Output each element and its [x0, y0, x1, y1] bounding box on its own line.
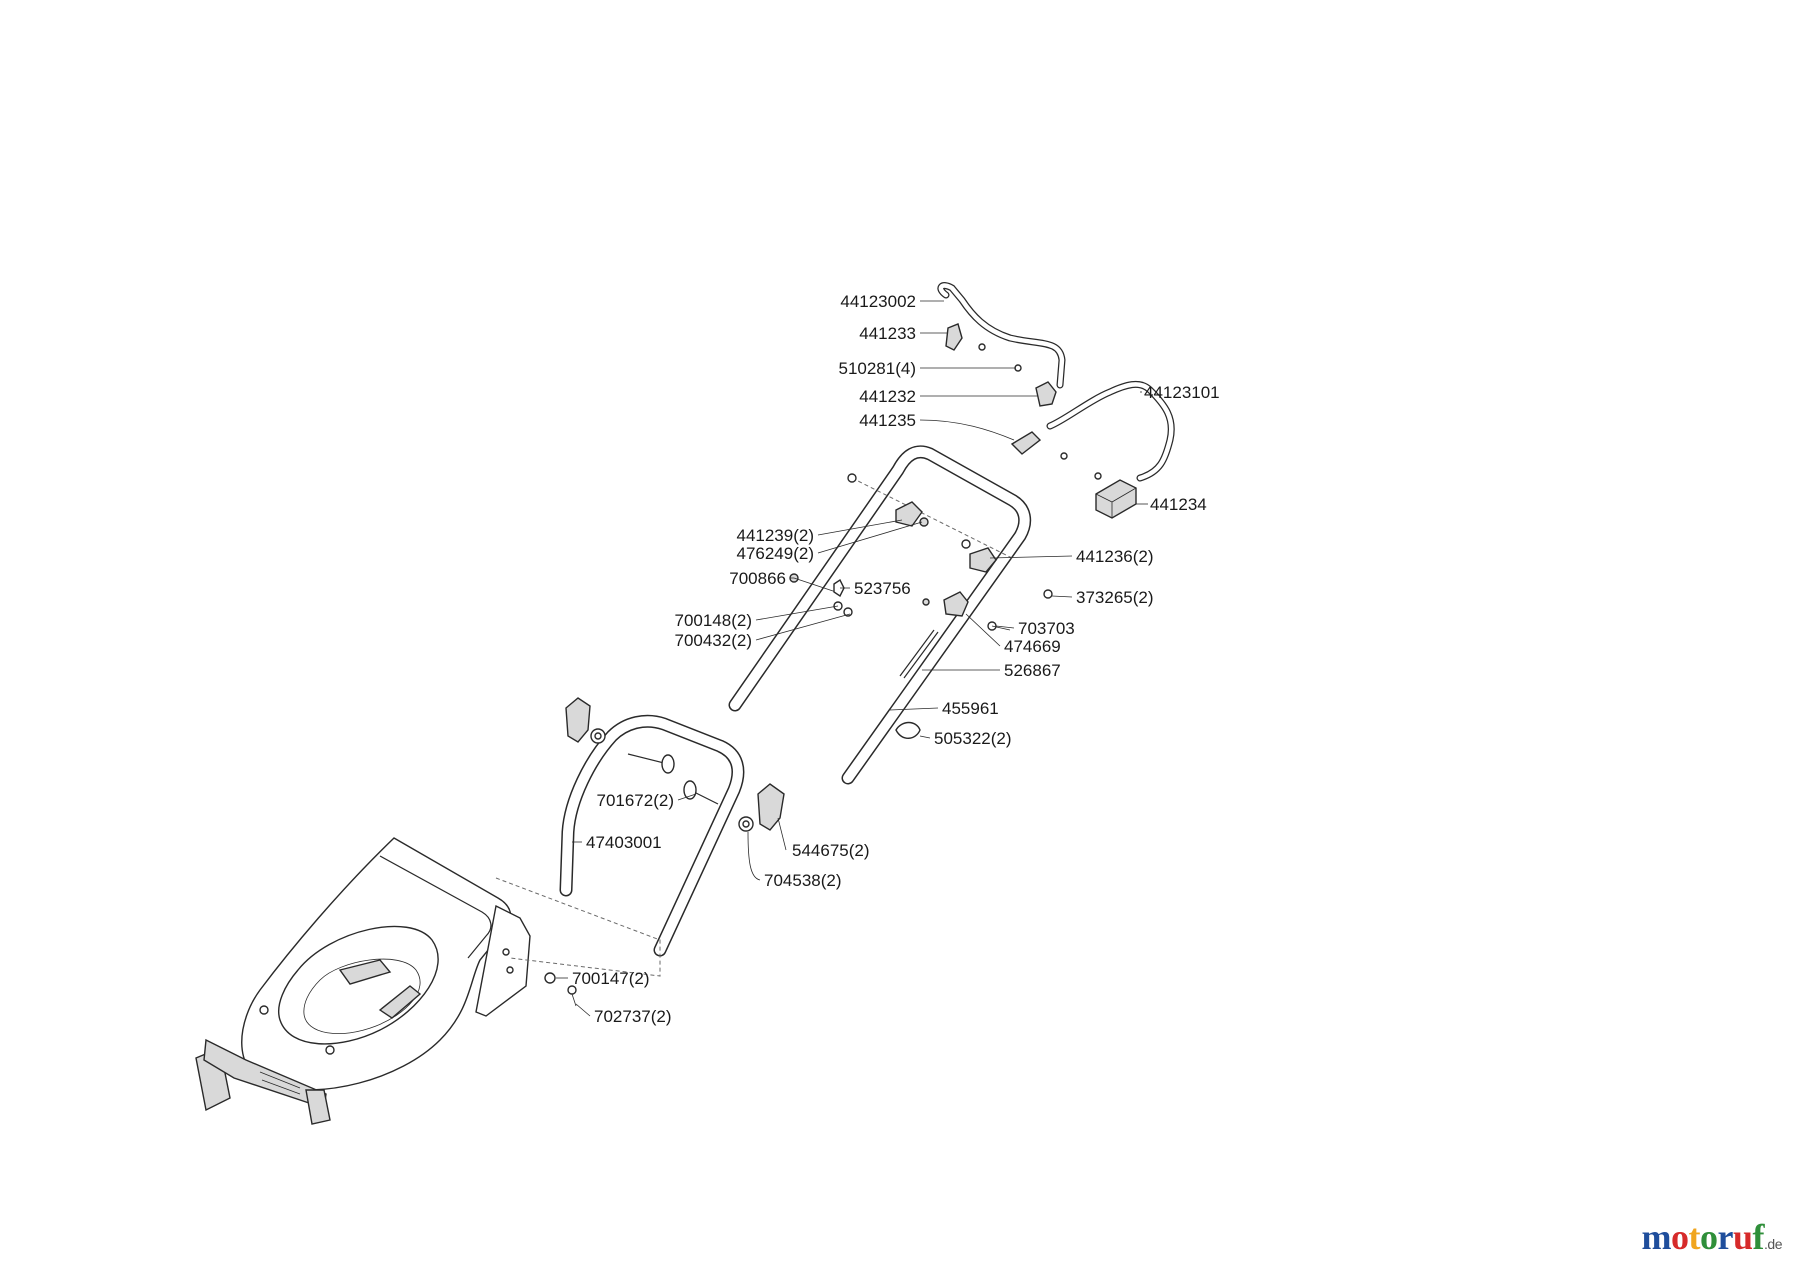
label-526867: 526867 [1004, 661, 1061, 680]
bolt-701672-a [627, 753, 675, 774]
label-441232: 441232 [859, 387, 916, 406]
screw-small-b [1094, 472, 1102, 480]
label-373265: 373265(2) [1076, 588, 1154, 607]
label-441234: 441234 [1150, 495, 1207, 514]
label-702737: 702737(2) [594, 1007, 672, 1026]
label-474669: 474669 [1004, 637, 1061, 656]
screw-510281-a [978, 343, 986, 351]
label-44123101: 44123101 [1144, 383, 1220, 402]
washer-700147 [544, 972, 556, 984]
label-44123002: 44123002 [840, 292, 916, 311]
nut-small [922, 598, 930, 606]
label-505322: 505322(2) [934, 729, 1012, 748]
bolt-upper-left [847, 473, 857, 483]
label-441233: 441233 [859, 324, 916, 343]
washer-left-hole [594, 732, 602, 740]
label-700866: 700866 [729, 569, 786, 588]
label-455961: 455961 [942, 699, 999, 718]
label-476249: 476249(2) [736, 544, 814, 563]
label-510281: 510281(4) [838, 359, 916, 378]
watermark-letter: f [1752, 1217, 1765, 1257]
lower-handle-47403001 [559, 714, 745, 957]
label-703703: 703703 [1018, 619, 1075, 638]
clip-441235 [1010, 431, 1042, 455]
label-441239: 441239(2) [736, 526, 814, 545]
motoruf-watermark: motoruf.de [1641, 1216, 1783, 1258]
nut-476249 [919, 517, 929, 527]
cable-lever-lower [1046, 380, 1175, 482]
label-704538: 704538(2) [764, 871, 842, 890]
label-441235: 441235 [859, 411, 916, 430]
cable-lever-upper [937, 282, 1066, 389]
watermark-letter: t [1688, 1217, 1701, 1257]
bracket-441236 [969, 547, 997, 573]
label-441236: 441236(2) [1076, 547, 1154, 566]
cap-505322 [895, 721, 921, 739]
label-544675: 544675(2) [792, 841, 870, 860]
clip-523756 [833, 578, 845, 598]
knob-544675 [757, 783, 785, 831]
screw-small-a [1060, 452, 1068, 460]
watermark-suffix: .de [1764, 1236, 1782, 1252]
label-700148: 700148(2) [674, 611, 752, 630]
label-701672: 701672(2) [596, 791, 674, 810]
watermark-letter: o [1700, 1217, 1718, 1257]
part-labels: 44123002 441233 510281(4) 441232 441235 … [572, 292, 1220, 1026]
washer-704538-hole [742, 820, 750, 828]
label-700432: 700432(2) [674, 631, 752, 650]
watermark-letter: u [1733, 1217, 1753, 1257]
label-700147: 700147(2) [572, 969, 650, 988]
upper-handle-455961 [728, 445, 1032, 785]
label-523756: 523756 [854, 579, 911, 598]
watermark-letter: r [1717, 1217, 1734, 1257]
bracket-441239 [895, 501, 923, 527]
knob-left [565, 697, 591, 743]
screw-373265 [1043, 589, 1053, 599]
clip-441233 [945, 323, 963, 351]
label-47403001: 47403001 [586, 833, 662, 852]
watermark-letter: o [1671, 1217, 1689, 1257]
bolt-701672-b [683, 780, 719, 805]
leader-lines [556, 300, 1148, 1017]
mower-deck [195, 837, 531, 1125]
watermark-letter: m [1641, 1217, 1672, 1257]
cable-tie-526867 [899, 629, 939, 679]
clip-441232 [1035, 381, 1057, 407]
cable-guide-474669 [943, 591, 969, 617]
washer-a [961, 539, 971, 549]
switch-box-441234 [1095, 479, 1137, 519]
